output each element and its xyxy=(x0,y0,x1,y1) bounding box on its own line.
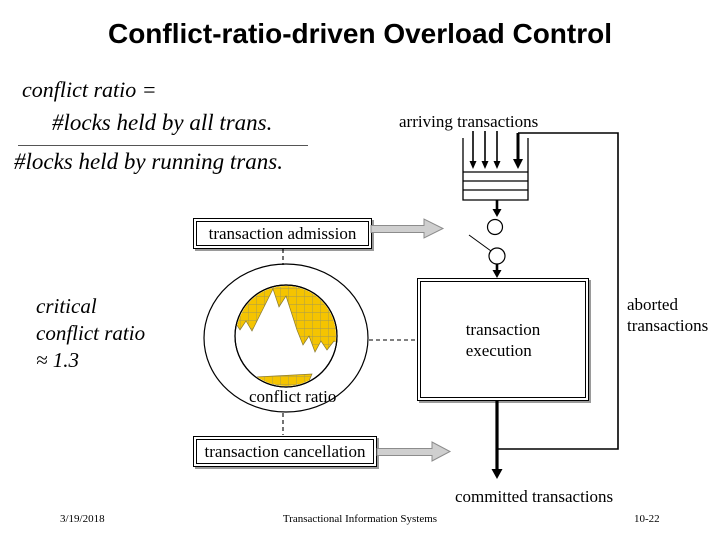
gauge-curve-area xyxy=(236,286,336,353)
critical-line3: ≈ 1.3 xyxy=(36,348,80,372)
arriving-transactions-label: arriving transactions xyxy=(399,112,539,131)
fraction-line xyxy=(18,145,308,146)
footer-page-number: 10-22 xyxy=(634,513,660,525)
transaction-queue-icon xyxy=(462,138,529,201)
slide-title: Conflict-ratio-driven Overload Control xyxy=(107,18,613,49)
formula-denominator: #locks held by running trans. xyxy=(14,149,283,174)
critical-line1: critical xyxy=(36,294,97,318)
formula-lhs: conflict ratio = xyxy=(22,77,157,102)
footer-course-title: Transactional Information Systems xyxy=(282,513,438,525)
cancellation-control-arrow xyxy=(376,441,452,462)
committed-arrow xyxy=(491,400,503,479)
queue-drop-arrow xyxy=(492,200,502,217)
transaction-execution-box: transaction execution xyxy=(417,278,589,401)
transaction-execution-label-line1: transaction xyxy=(465,319,541,339)
transaction-admission-box: transaction admission xyxy=(193,218,372,249)
formula-numerator: #locks held by all trans. xyxy=(52,110,273,135)
aborted-transactions-label: aborted transactions xyxy=(627,294,708,336)
arriving-arrows-icon xyxy=(469,131,523,169)
aborted-line2: transactions xyxy=(627,316,709,335)
critical-conflict-ratio-label: critical conflict ratio ≈ 1.3 xyxy=(36,293,145,374)
aborted-line1: aborted xyxy=(627,295,678,314)
transaction-cancellation-label: transaction cancellation xyxy=(204,442,366,461)
conflict-ratio-gauge-label: conflict ratio xyxy=(249,387,337,406)
transaction-admission-label: transaction admission xyxy=(208,224,357,243)
critical-line2: conflict ratio xyxy=(36,321,146,345)
transaction-execution-label-line2: execution xyxy=(465,340,532,360)
footer-date: 3/19/2018 xyxy=(60,513,105,525)
committed-transactions-label: committed transactions xyxy=(455,487,614,506)
admission-switch-icon xyxy=(468,218,506,278)
monitor-dashed-links xyxy=(282,249,416,435)
transaction-cancellation-box: transaction cancellation xyxy=(193,436,377,467)
admission-control-arrow xyxy=(370,218,445,239)
